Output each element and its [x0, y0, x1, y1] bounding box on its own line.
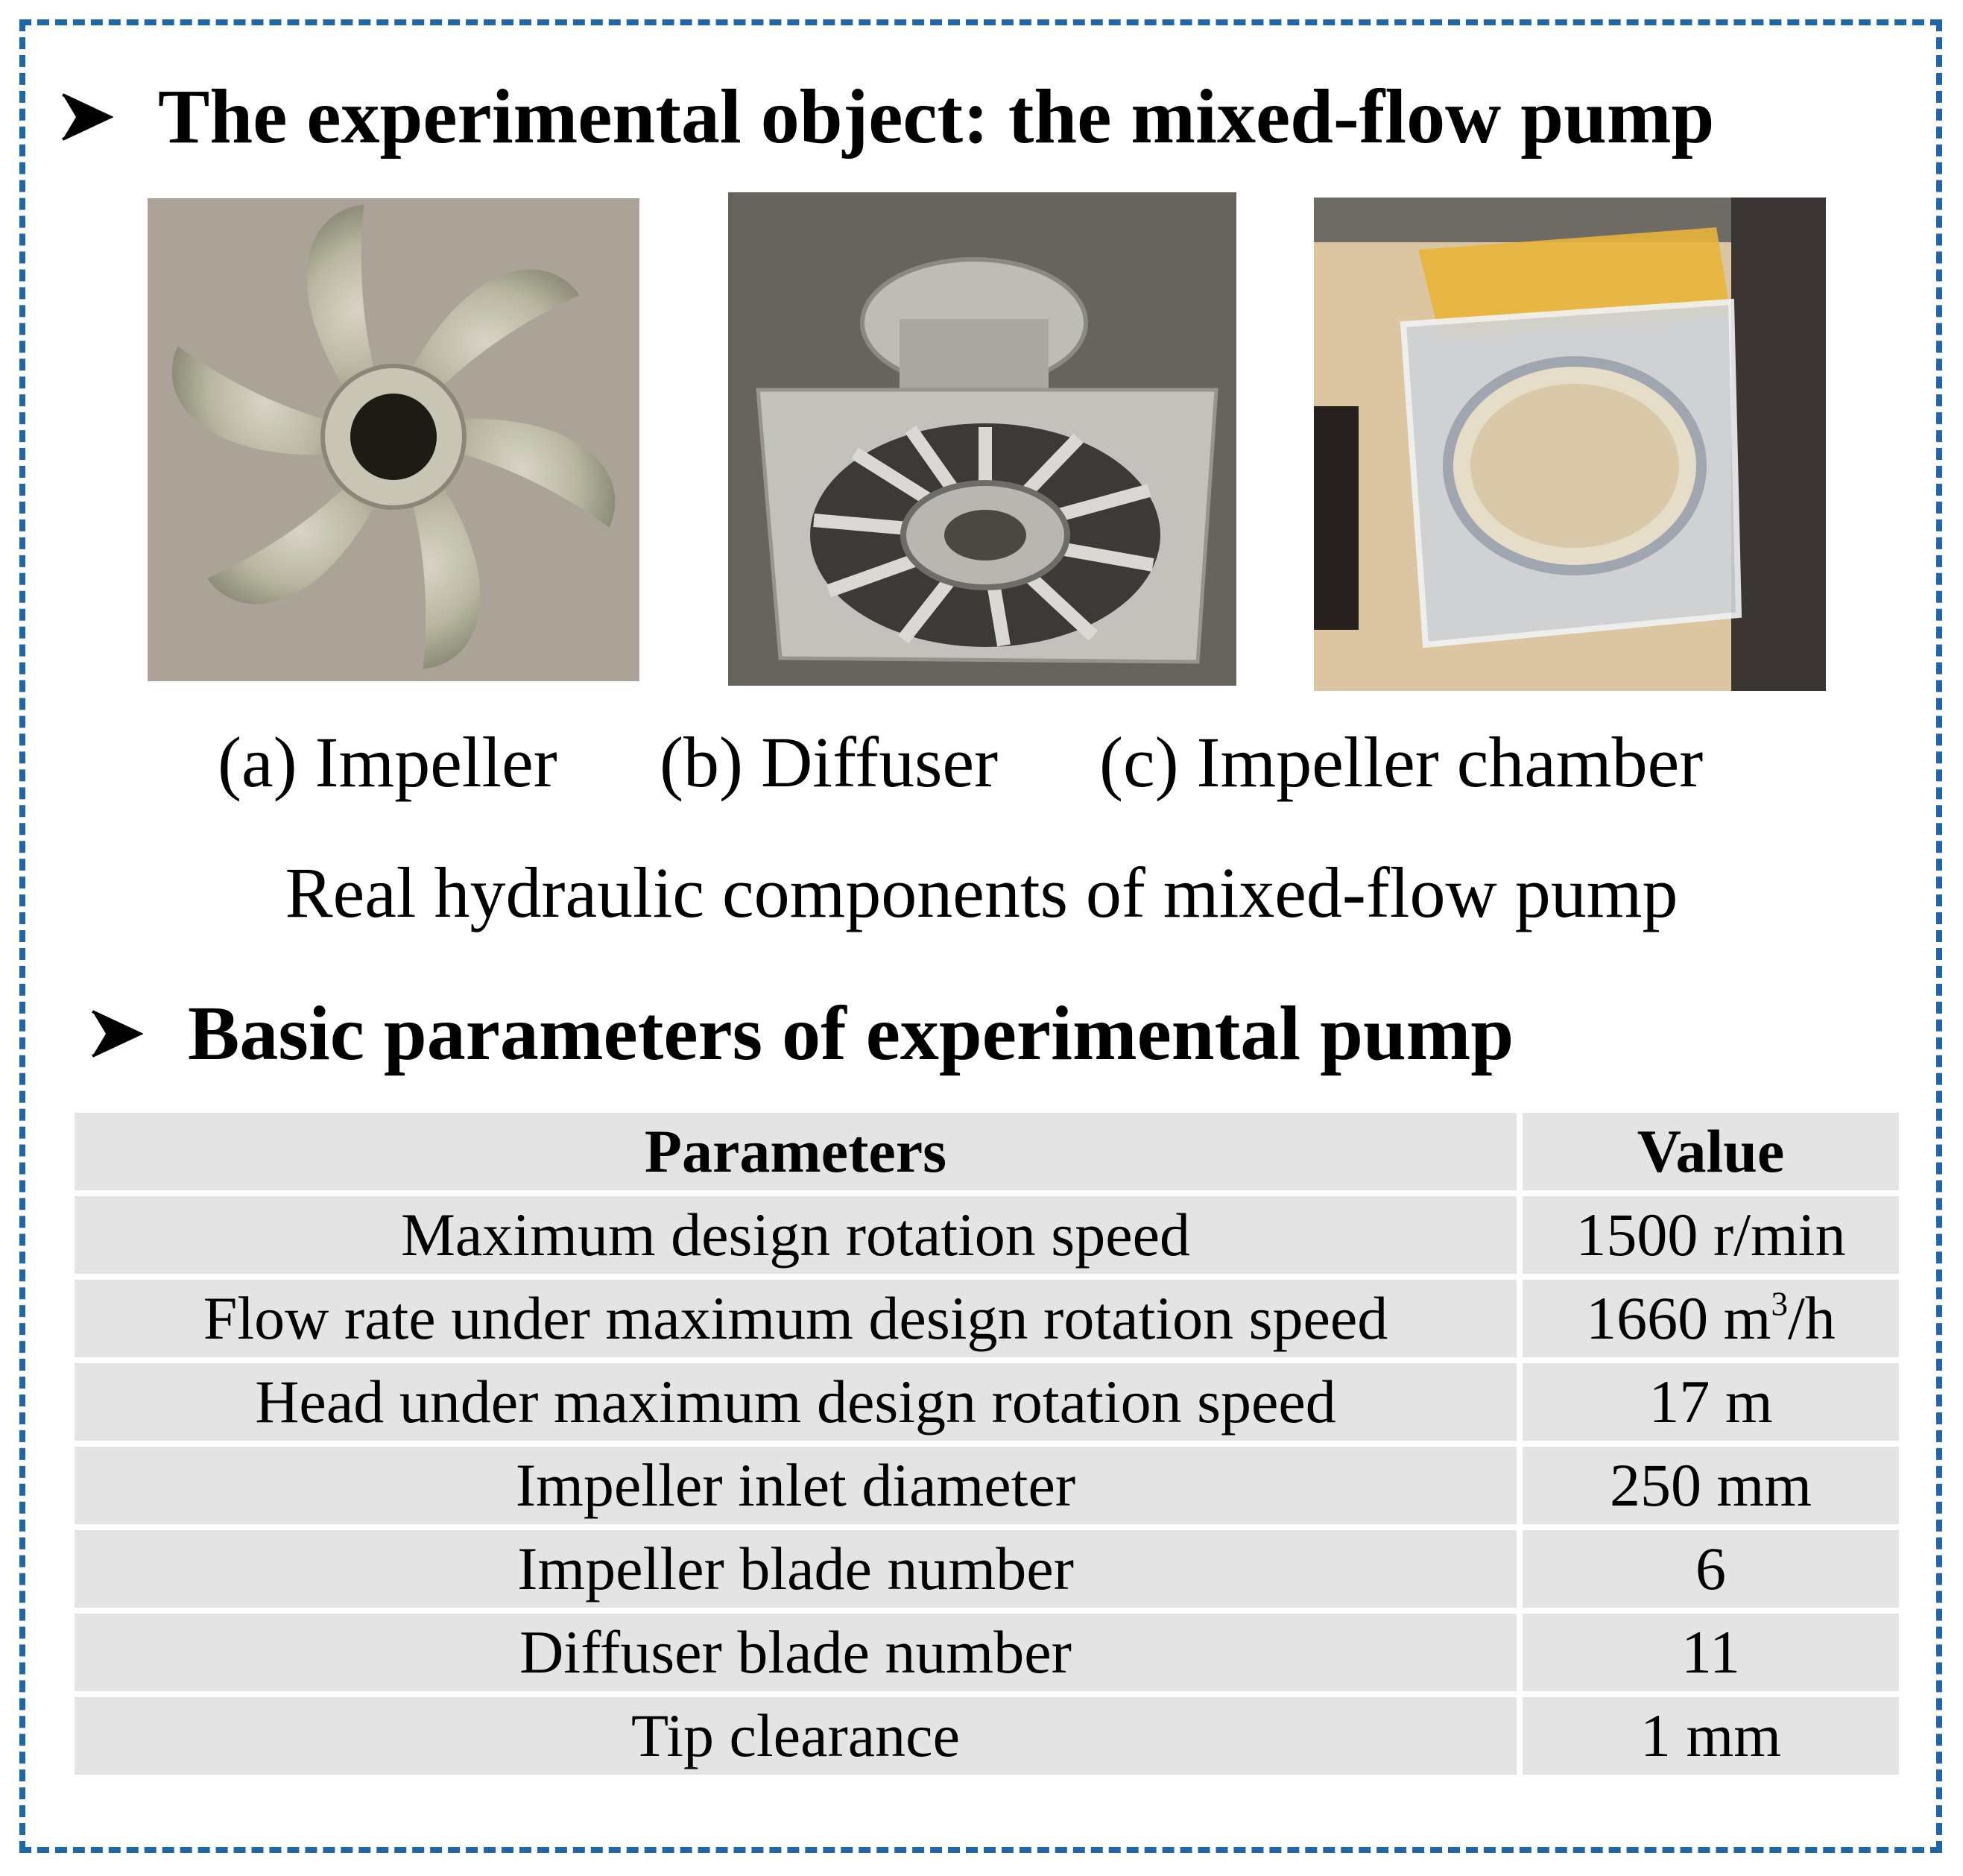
param-cell: Tip clearance [75, 1697, 1517, 1775]
caption-impeller: (a) Impeller [218, 722, 557, 802]
section-heading-text: The experimental object: the mixed-flow … [158, 74, 1715, 160]
section-heading-basic-parameters: Basic parameters of experimental pump [89, 995, 1514, 1073]
section-heading-text: Basic parameters of experimental pump [188, 991, 1514, 1076]
value-cell: 6 [1523, 1530, 1899, 1608]
table-row: Diffuser blade number 11 [75, 1614, 1899, 1691]
impeller-photo [148, 198, 639, 681]
diffuser-photo [728, 192, 1236, 686]
value-text: 1660 m [1586, 1284, 1771, 1352]
table-row: Head under maximum design rotation speed… [75, 1363, 1899, 1441]
param-cell: Impeller blade number [75, 1530, 1517, 1608]
table-row: Flow rate under maximum design rotation … [75, 1280, 1899, 1357]
param-cell: Maximum design rotation speed [75, 1196, 1517, 1274]
section-heading-experimental-object: The experimental object: the mixed-flow … [60, 78, 1714, 156]
arrowhead-bullet-icon [92, 1010, 143, 1058]
value-cell: 17 m [1523, 1363, 1899, 1441]
figure-caption: Real hydraulic components of mixed-flow … [285, 853, 1678, 932]
value-cell: 1500 r/min [1523, 1196, 1899, 1274]
parameters-table: Parameters Value Maximum design rotation… [69, 1107, 1905, 1781]
param-cell: Diffuser blade number [75, 1614, 1517, 1691]
header-parameters: Parameters [75, 1113, 1517, 1190]
header-value: Value [1523, 1113, 1899, 1190]
value-cell: 11 [1523, 1614, 1899, 1691]
value-superscript: 3 [1771, 1285, 1789, 1323]
arrowhead-bullet-icon [62, 93, 113, 141]
value-unit-tail: /h [1788, 1284, 1836, 1352]
param-cell: Impeller inlet diameter [75, 1447, 1517, 1524]
table-row: Maximum design rotation speed 1500 r/min [75, 1196, 1899, 1274]
table-row: Impeller blade number 6 [75, 1530, 1899, 1608]
value-cell: 1 mm [1523, 1697, 1899, 1775]
table-row: Impeller inlet diameter 250 mm [75, 1447, 1899, 1524]
table-row: Tip clearance 1 mm [75, 1697, 1899, 1775]
table-header-row: Parameters Value [75, 1113, 1899, 1190]
param-cell: Flow rate under maximum design rotation … [75, 1280, 1517, 1357]
value-cell: 250 mm [1523, 1447, 1899, 1524]
impeller-chamber-photo [1314, 198, 1826, 691]
dashed-frame [19, 19, 1942, 1853]
caption-impeller-chamber: (c) Impeller chamber [1099, 722, 1704, 802]
caption-diffuser: (b) Diffuser [660, 722, 999, 802]
param-cell: Head under maximum design rotation speed [75, 1363, 1517, 1441]
value-cell: 1660 m3/h [1523, 1280, 1899, 1357]
